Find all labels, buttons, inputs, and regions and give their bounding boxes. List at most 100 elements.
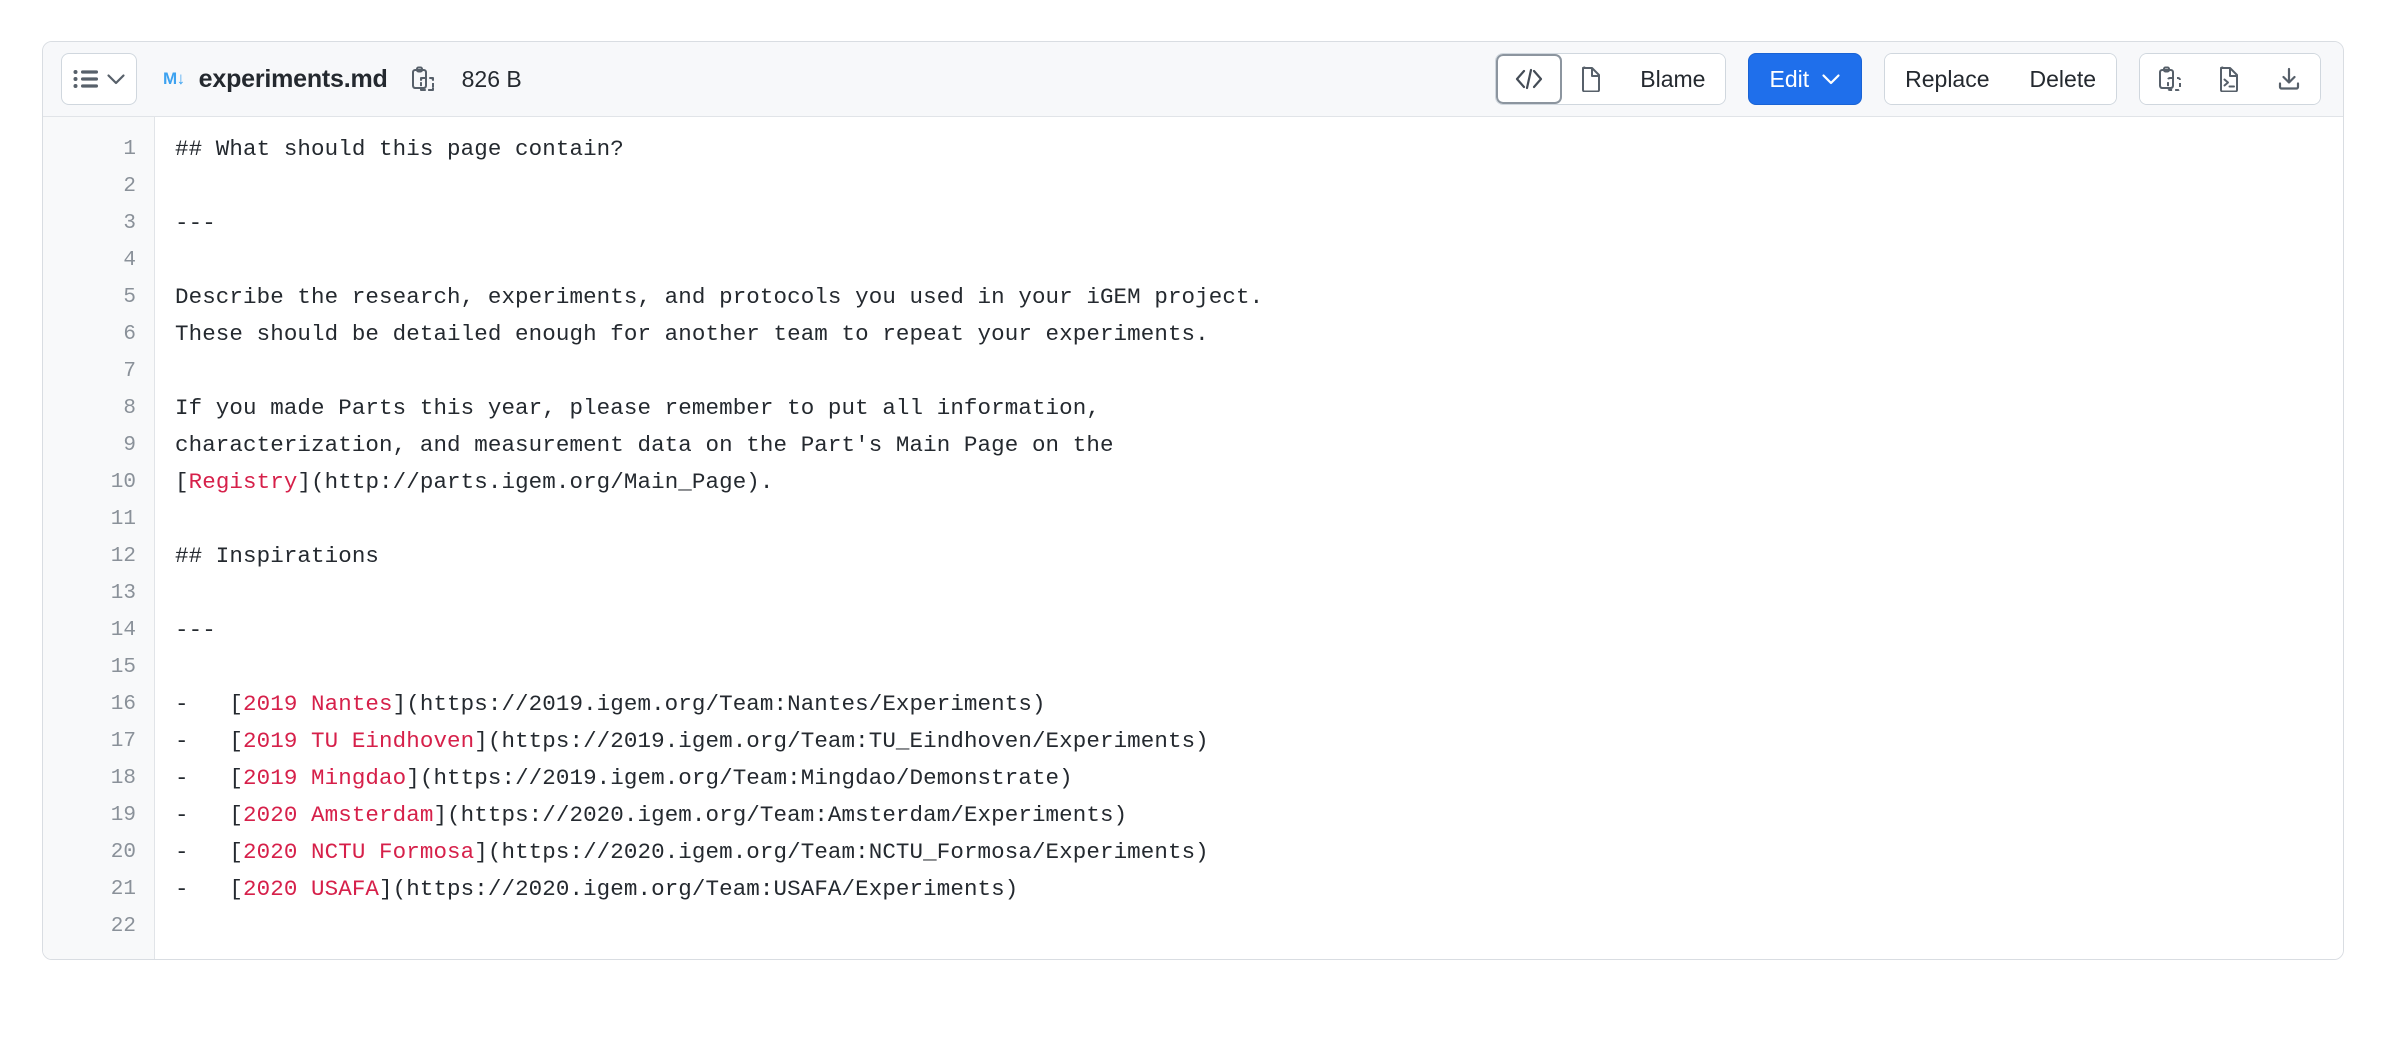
code-text: - [ <box>175 876 244 902</box>
code-text: If you made Parts this year, please reme… <box>175 395 1100 421</box>
code-line: - [2020 NCTU Formosa](https://2020.igem.… <box>175 834 2343 871</box>
preview-view-button[interactable] <box>1562 54 1621 104</box>
blame-view-button[interactable]: Blame <box>1620 54 1726 104</box>
code-line <box>175 242 2343 279</box>
code-line: ## What should this page contain? <box>175 131 2343 168</box>
replace-button[interactable]: Replace <box>1885 54 2010 104</box>
code-text: These should be detailed enough for anot… <box>175 321 1209 347</box>
markdown-link-text: 2020 Amsterdam <box>243 802 434 828</box>
code-line: - [2019 Mingdao](https://2019.igem.org/T… <box>175 760 2343 797</box>
clipboard-copy-icon[interactable] <box>408 64 438 94</box>
line-number: 7 <box>123 360 136 383</box>
file-header-actions: Blame Edit Replace Delete <box>1495 53 2321 105</box>
markdown-link-text: Registry <box>188 469 298 495</box>
code-line: --- <box>175 612 2343 649</box>
file-name-label: experiments.md <box>198 64 388 93</box>
download-icon <box>2276 66 2302 92</box>
code-text: [ <box>175 469 189 495</box>
code-text: ](https://2019.igem.org/Team:Nantes/Expe… <box>392 691 1046 717</box>
file-size-label: 826 B <box>461 65 522 92</box>
line-number: 2 <box>123 175 136 198</box>
file-header-left: M↓ experiments.md 826 B <box>61 53 522 105</box>
line-number: 18 <box>110 767 136 790</box>
code-text: - [ <box>175 765 244 791</box>
markdown-filetype-icon: M↓ <box>163 69 185 88</box>
line-number: 20 <box>110 841 136 864</box>
file-icon <box>1580 66 1602 92</box>
download-button[interactable] <box>2258 54 2320 104</box>
code-line: [Registry](http://parts.igem.org/Main_Pa… <box>175 464 2343 501</box>
code-text: --- <box>175 210 216 236</box>
code-line <box>175 353 2343 390</box>
file-viewer-card: M↓ experiments.md 826 B <box>42 41 2344 960</box>
chevron-down-icon <box>1821 72 1841 86</box>
line-number: 5 <box>123 286 136 309</box>
code-line: These should be detailed enough for anot… <box>175 316 2343 353</box>
line-number: 17 <box>110 730 136 753</box>
clipboard-copy-icon <box>2158 66 2182 92</box>
markdown-link-text: 2019 Mingdao <box>243 765 407 791</box>
chevron-down-icon <box>106 72 126 86</box>
code-line: - [2020 USAFA](https://2020.igem.org/Tea… <box>175 871 2343 908</box>
code-text: - [ <box>175 728 244 754</box>
view-mode-button-group: Blame <box>1495 53 1727 105</box>
code-text: --- <box>175 617 216 643</box>
line-number: 8 <box>123 397 136 420</box>
code-text: Describe the research, experiments, and … <box>175 284 1264 310</box>
line-number: 22 <box>110 915 136 938</box>
line-number: 1 <box>123 138 136 161</box>
line-number: 3 <box>123 212 136 235</box>
line-number: 10 <box>110 471 136 494</box>
code-text: - [ <box>175 802 244 828</box>
line-number: 12 <box>110 545 136 568</box>
edit-button[interactable]: Edit <box>1748 53 1863 105</box>
file-action-button-group: Replace Delete <box>1884 53 2117 105</box>
code-line <box>175 168 2343 205</box>
code-line: - [2020 Amsterdam](https://2020.igem.org… <box>175 797 2343 834</box>
code-text: - [ <box>175 691 244 717</box>
line-number: 21 <box>110 878 136 901</box>
code-text: - [ <box>175 839 244 865</box>
code-line: ## Inspirations <box>175 538 2343 575</box>
file-list-dropdown-button[interactable] <box>61 53 137 105</box>
line-number: 9 <box>123 434 136 457</box>
file-tool-button-group <box>2139 53 2321 105</box>
markdown-link-text: 2020 NCTU Formosa <box>243 839 475 865</box>
line-number: 15 <box>110 656 136 679</box>
code-text: ## Inspirations <box>175 543 380 569</box>
line-number: 4 <box>123 249 136 272</box>
code-line <box>175 908 2343 945</box>
code-text: ## What should this page contain? <box>175 136 624 162</box>
code-text: characterization, and measurement data o… <box>175 432 1114 458</box>
code-lines-container[interactable]: ## What should this page contain? --- De… <box>155 117 2343 959</box>
line-number: 16 <box>110 693 136 716</box>
line-number: 11 <box>110 508 136 531</box>
code-text: ](https://2019.igem.org/Team:TU_Eindhove… <box>474 728 1209 754</box>
code-line: characterization, and measurement data o… <box>175 427 2343 464</box>
delete-button[interactable]: Delete <box>2009 54 2116 104</box>
code-text: ](https://2019.igem.org/Team:Mingdao/Dem… <box>406 765 1073 791</box>
code-text: ](https://2020.igem.org/Team:Amsterdam/E… <box>433 802 1128 828</box>
markdown-link-text: 2019 TU Eindhoven <box>243 728 475 754</box>
code-text: ](https://2020.igem.org/Team:NCTU_Formos… <box>474 839 1209 865</box>
code-line: Describe the research, experiments, and … <box>175 279 2343 316</box>
code-line <box>175 575 2343 612</box>
code-view-button[interactable] <box>1496 54 1563 104</box>
code-line: - [2019 TU Eindhoven](https://2019.igem.… <box>175 723 2343 760</box>
list-icon <box>73 69 99 89</box>
line-number: 19 <box>110 804 136 827</box>
copy-contents-button[interactable] <box>2140 54 2200 104</box>
code-text: ](http://parts.igem.org/Main_Page). <box>297 469 774 495</box>
code-line: --- <box>175 205 2343 242</box>
code-line <box>175 649 2343 686</box>
code-text: ](https://2020.igem.org/Team:USAFA/Exper… <box>379 876 1019 902</box>
line-number: 13 <box>110 582 136 605</box>
code-line: If you made Parts this year, please reme… <box>175 390 2343 427</box>
raw-file-button[interactable] <box>2200 54 2258 104</box>
code-brackets-icon <box>1514 68 1544 90</box>
markdown-link-text: 2020 USAFA <box>243 876 380 902</box>
line-number: 14 <box>110 619 136 642</box>
line-number: 6 <box>123 323 136 346</box>
